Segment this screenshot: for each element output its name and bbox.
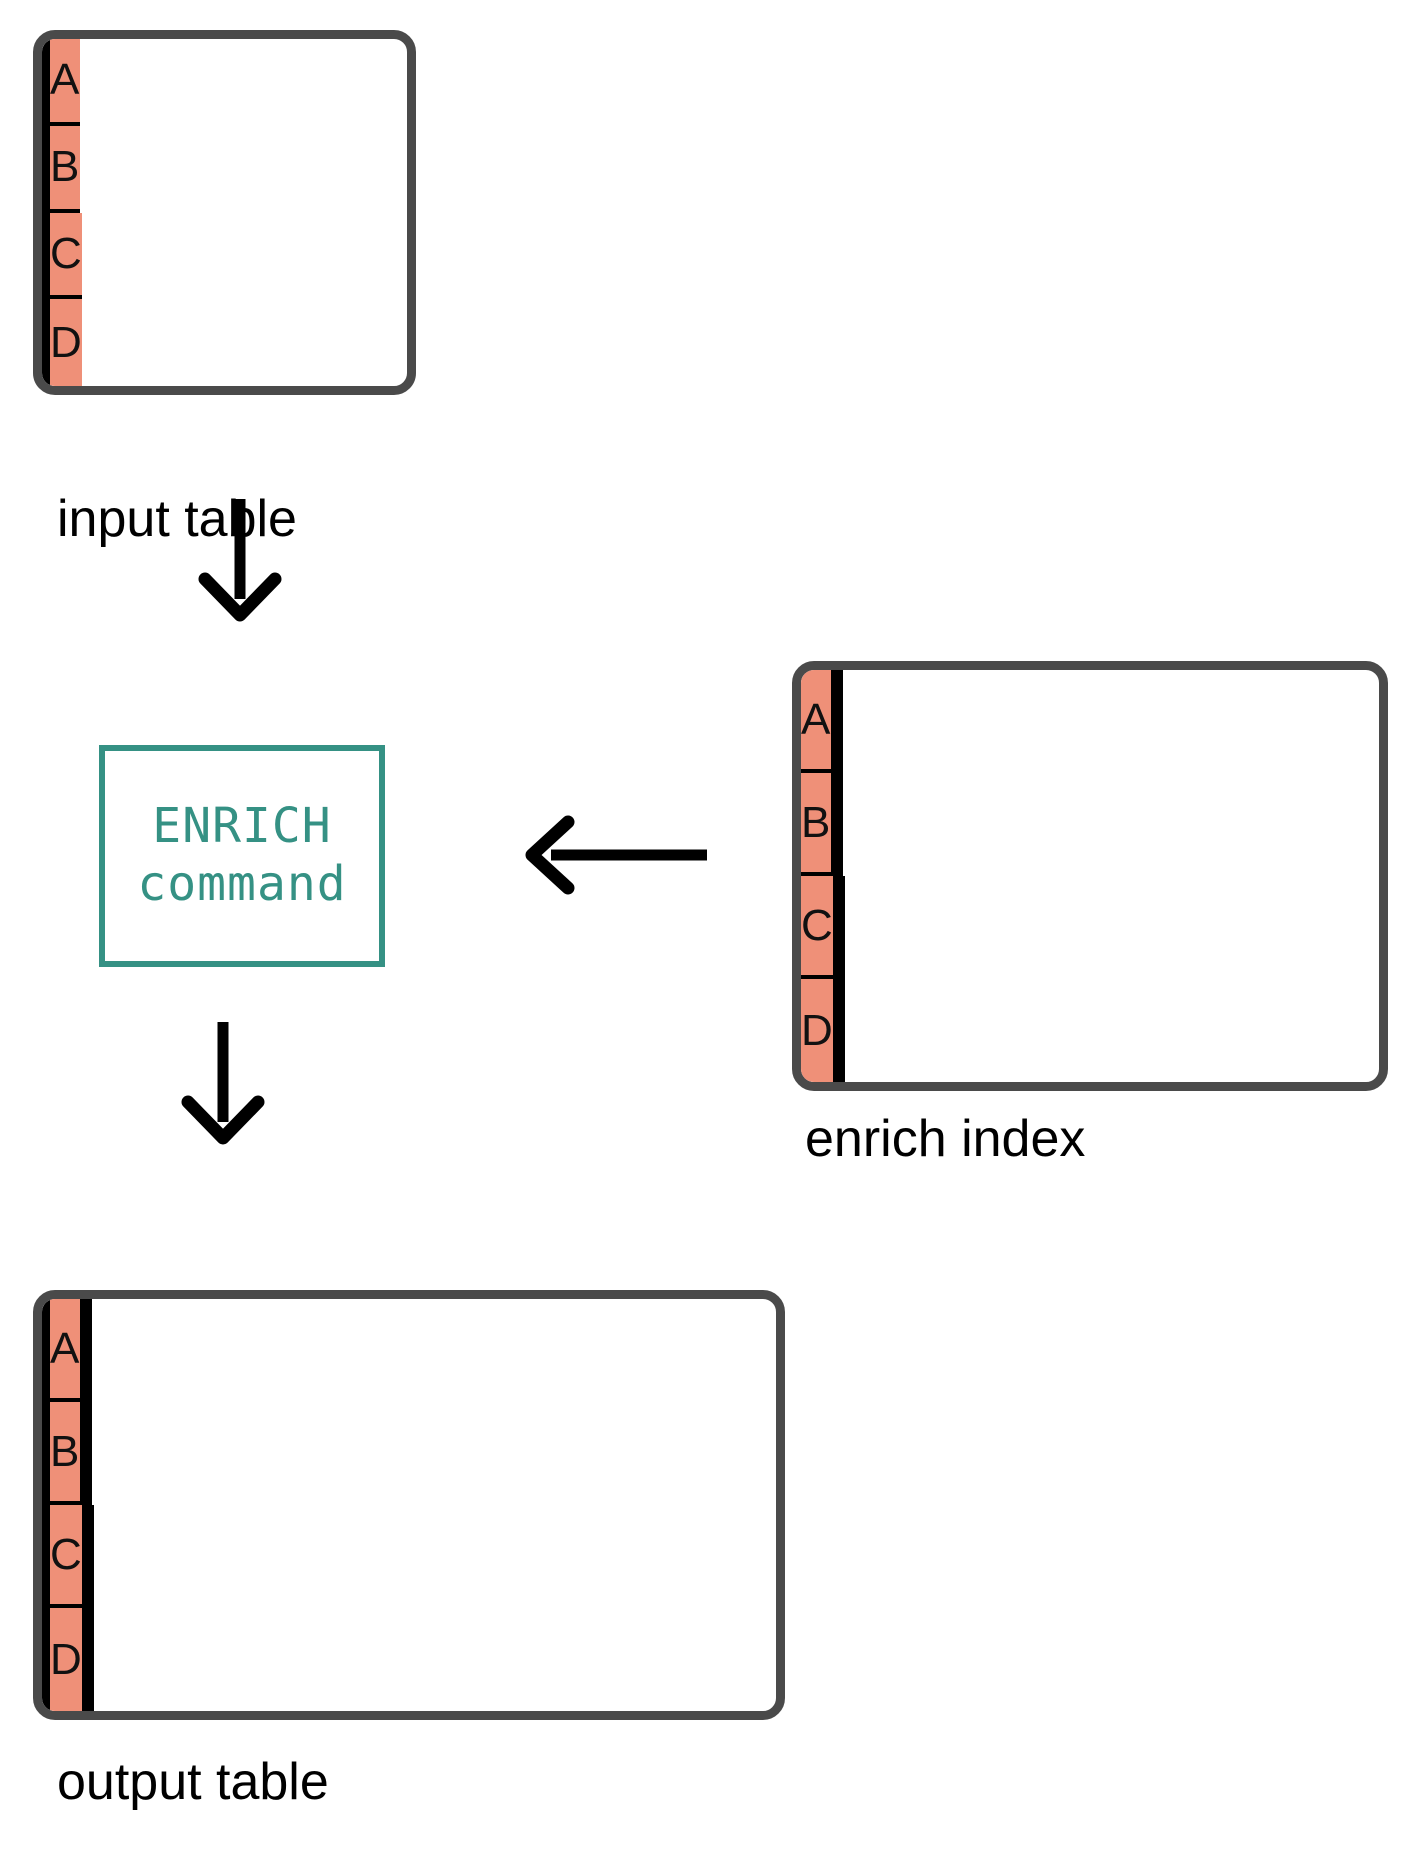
table-cell-key: C [801, 876, 838, 979]
table-cell-key: D [50, 299, 83, 386]
table-cell-key: C [50, 212, 83, 300]
table-row: D [42, 299, 407, 386]
table-row: C [801, 876, 1379, 979]
table-cell [46, 212, 50, 300]
arrow-index-to-command [496, 800, 711, 910]
command-line-2: command [137, 856, 347, 912]
table-cell-key: B [50, 125, 80, 213]
table-cell [837, 876, 842, 979]
table-cell [834, 773, 839, 876]
table-cell [42, 212, 46, 300]
table-row: C [42, 212, 407, 300]
table-cell [834, 670, 839, 773]
output-table: A B C D [33, 1290, 785, 1720]
table-cell [46, 299, 50, 386]
enrich-command-box[interactable]: ENRICH command [99, 745, 385, 967]
table-cell [42, 125, 46, 213]
table-row: B [42, 1402, 776, 1505]
table-cell [42, 1402, 46, 1505]
output-table-caption: output table [57, 1753, 329, 1811]
table-row: B [801, 773, 1379, 876]
table-cell-key: D [50, 1608, 87, 1711]
table-cell [42, 39, 46, 126]
table-cell [42, 1608, 46, 1711]
input-table: A B C D [33, 30, 416, 395]
table-cell [83, 1299, 88, 1402]
table-row: B [42, 125, 407, 213]
command-line-1: ENRICH [152, 798, 332, 855]
enrich-index-caption: enrich index [805, 1110, 1086, 1168]
table-cell [90, 1608, 95, 1711]
table-row: C [42, 1505, 776, 1608]
table-cell [42, 1299, 46, 1402]
table-cell [46, 1505, 50, 1608]
table-cell-key: B [801, 773, 835, 876]
table-row: A [42, 1299, 776, 1402]
table-cell [42, 1505, 46, 1608]
input-table-caption: input table [57, 490, 297, 548]
table-cell [83, 1402, 88, 1505]
table-cell-key: D [801, 979, 838, 1082]
arrow-command-to-output [168, 1018, 278, 1148]
table-cell-key: C [50, 1505, 87, 1608]
table-row: A [801, 670, 1379, 773]
table-cell [46, 1402, 50, 1505]
table-cell [46, 39, 50, 126]
table-cell-key: B [50, 1402, 84, 1505]
table-cell [42, 299, 46, 386]
table-cell [86, 1608, 91, 1711]
table-cell [46, 125, 50, 213]
table-cell [841, 876, 846, 979]
arrow-input-to-command [185, 495, 295, 625]
table-cell [46, 1608, 50, 1711]
enrich-index-table: A B C D [792, 661, 1388, 1091]
table-cell-key: A [801, 670, 835, 773]
table-cell [841, 979, 846, 1082]
table-cell [838, 773, 843, 876]
table-cell [87, 1299, 92, 1402]
table-row: D [42, 1608, 776, 1711]
table-cell-key: A [50, 39, 80, 126]
table-cell [837, 979, 842, 1082]
table-cell [90, 1505, 95, 1608]
table-cell [87, 1402, 92, 1505]
table-row: D [801, 979, 1379, 1082]
table-cell [46, 1299, 50, 1402]
table-cell [838, 670, 843, 773]
table-cell-key: A [50, 1299, 84, 1402]
table-cell [86, 1505, 91, 1608]
table-row: A [42, 39, 407, 126]
